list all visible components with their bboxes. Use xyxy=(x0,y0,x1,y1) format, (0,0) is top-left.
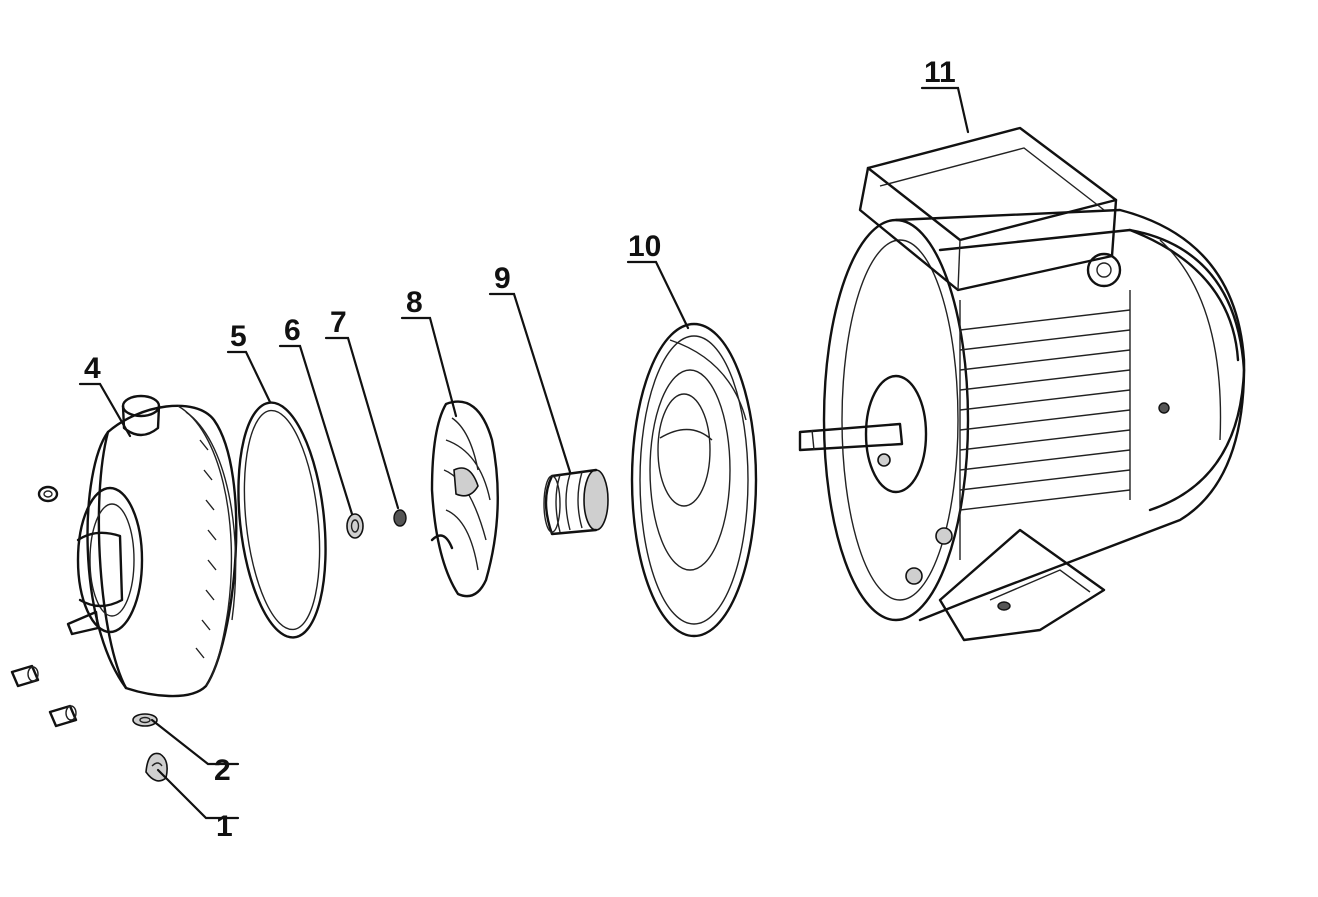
label-9: 9 xyxy=(494,262,511,295)
part-6-seal-ring xyxy=(346,513,364,539)
label-2: 2 xyxy=(214,754,231,787)
leader-2 xyxy=(150,718,240,766)
leader-6 xyxy=(278,344,354,516)
leader-5 xyxy=(226,350,272,404)
part-10-back-plate xyxy=(630,322,758,638)
part-5-o-ring xyxy=(237,401,327,639)
part-4-pump-housing xyxy=(66,394,238,698)
leader-9 xyxy=(488,292,572,474)
label-4: 4 xyxy=(84,352,101,385)
label-8: 8 xyxy=(406,286,423,319)
part-11-motor xyxy=(798,126,1246,642)
label-7: 7 xyxy=(330,306,347,339)
leader-8 xyxy=(400,316,458,418)
label-11: 11 xyxy=(924,56,956,89)
screw-bottom-left xyxy=(48,704,78,728)
screw-lower-left xyxy=(10,664,40,688)
label-5: 5 xyxy=(230,320,247,353)
leader-11 xyxy=(920,86,970,134)
screw-top-left xyxy=(37,485,59,503)
leader-4 xyxy=(78,382,132,438)
leader-lines xyxy=(78,86,970,820)
label-1: 1 xyxy=(216,810,233,843)
leader-7 xyxy=(324,336,400,510)
leader-10 xyxy=(626,260,690,330)
part-7-nut xyxy=(393,509,407,527)
label-10: 10 xyxy=(628,230,661,263)
leader-1 xyxy=(156,768,240,820)
label-6: 6 xyxy=(284,314,301,347)
part-9-mechanical-seal xyxy=(543,468,609,536)
part-2-washer xyxy=(132,713,158,727)
part-8-impeller xyxy=(430,400,499,598)
